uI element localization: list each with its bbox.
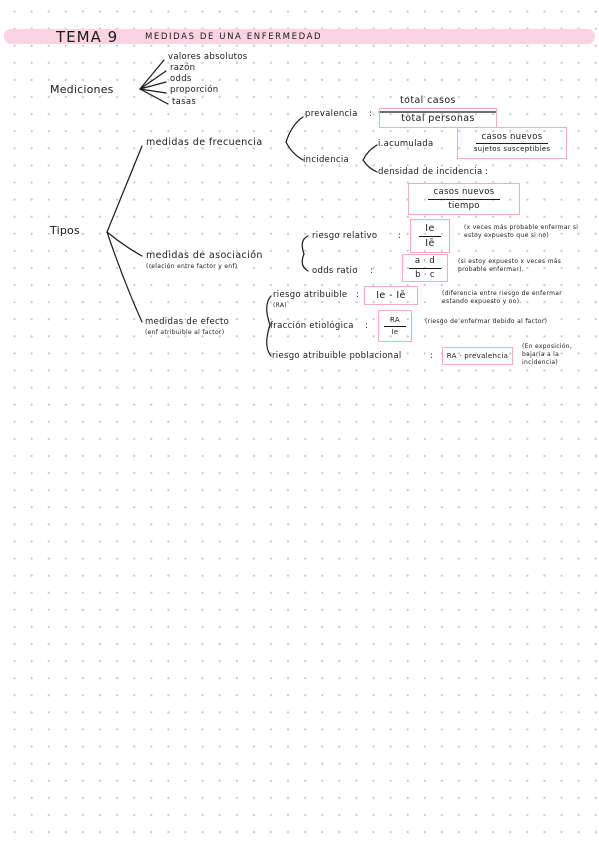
riesgo-relativo-formula: Ie Iē: [410, 219, 450, 253]
prevalencia-denominator-box: total personas: [379, 108, 497, 128]
riesgo-atribuible-note: (diferencia entre riesgo de enfermar est…: [442, 290, 562, 305]
densidad-colon: :: [485, 167, 489, 177]
densidad-numerator: casos nuevos: [427, 188, 501, 200]
mediciones-label: Mediciones: [50, 83, 114, 96]
incidencia-label: incidencia: [303, 155, 350, 165]
medicion-item-proporcion: proporción: [170, 85, 219, 95]
or-numerator: a · d: [408, 257, 442, 269]
riesgo-relativo-note: (x veces más probable enfermar si estoy …: [464, 224, 579, 239]
riesgo-atribuible-formula-box: Ie - Iē: [364, 286, 418, 305]
fraccion-etiologica-note: (riesgo de enfermar debido al factor): [425, 318, 548, 325]
fraccion-etiologica-label: fracción etiológica: [270, 321, 354, 331]
tema-heading: TEMA 9: [56, 28, 119, 46]
odds-ratio-formula: a · d b · c: [402, 254, 448, 282]
fraccion-etiologica-colon: :: [365, 321, 369, 331]
efecto-sublabel: (enf atribuible al factor): [145, 329, 225, 336]
riesgo-relativo-colon: :: [398, 231, 402, 241]
asociacion-sublabel: (relación entre factor y enf): [146, 263, 238, 270]
rr-denominator: Iē: [425, 237, 435, 249]
title-highlight: [4, 29, 595, 44]
densidad-denominator: tiempo: [448, 200, 480, 211]
or-denominator: b · c: [415, 269, 435, 280]
medicion-item-odds: odds: [170, 74, 192, 84]
medicion-item-valores-absolutos: valores absolutos: [168, 52, 248, 62]
acumulada-numerator: casos nuevos: [475, 133, 549, 145]
prevalencia-colon: :: [369, 109, 373, 119]
prevalencia-denominator: total personas: [401, 112, 475, 124]
asociacion-label: medidas de asociación: [146, 250, 263, 261]
incidencia-acumulada-label: i.acumulada: [378, 139, 434, 149]
riesgo-poblacional-formula-box: RA · prevalencia: [442, 347, 513, 365]
prevalencia-label: prevalencia: [305, 109, 358, 119]
riesgo-atribuible-label: riesgo atribuible: [273, 290, 348, 300]
riesgo-atribuible-colon: :: [356, 290, 360, 300]
riesgo-atribuible-formula: Ie - Iē: [376, 290, 406, 301]
medicion-item-razon: razón: [170, 63, 196, 73]
page-subtitle: MEDIDAS DE UNA ENFERMEDAD: [145, 32, 323, 42]
acumulada-denominator: sujetos susceptibles: [473, 145, 551, 154]
densidad-incidencia-formula: casos nuevos tiempo: [408, 183, 520, 215]
tipos-label: Tipos: [50, 224, 80, 237]
frecuencia-label: medidas de frecuencia: [146, 137, 263, 148]
riesgo-poblacional-colon: :: [430, 351, 434, 361]
incidencia-acumulada-formula: casos nuevos sujetos susceptibles: [457, 127, 567, 159]
odds-ratio-colon: :: [370, 266, 374, 276]
riesgo-poblacional-formula: RA · prevalencia: [446, 352, 509, 360]
rr-numerator: Ie: [419, 224, 441, 237]
prevalencia-numerator: total casos: [400, 95, 456, 106]
efecto-label: medidas de efecto: [145, 317, 230, 327]
riesgo-atribuible-abbr: (RA): [273, 302, 287, 309]
medicion-item-tasas: tasas: [172, 97, 197, 107]
fe-numerator: RA: [384, 316, 406, 327]
odds-ratio-label: odds ratio: [312, 266, 358, 276]
fraccion-etiologica-formula: RA Ie: [378, 310, 412, 342]
odds-ratio-note: (si estoy expuesto x veces más probable …: [458, 258, 562, 273]
riesgo-poblacional-label: riesgo atribuible poblacional: [272, 351, 402, 361]
fe-denominator: Ie: [391, 327, 399, 336]
densidad-incidencia-label: densidad de incidencia: [378, 167, 483, 177]
riesgo-relativo-label: riesgo relativo: [312, 231, 378, 241]
riesgo-poblacional-note: (En exposición, bajaría a la incidencia): [522, 343, 573, 366]
